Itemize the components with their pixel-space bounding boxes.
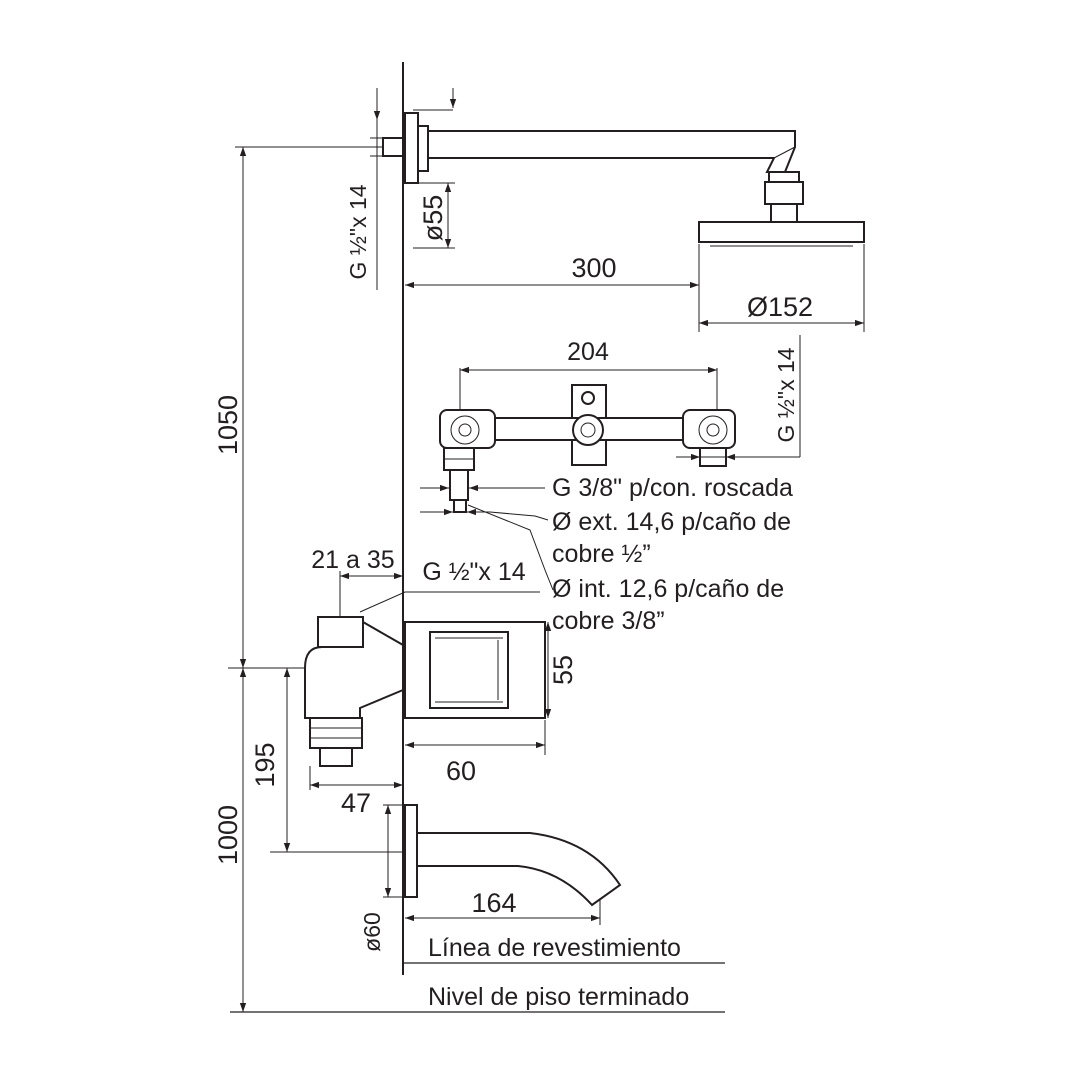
dim-inlet-thread-label: G ½"x 14	[422, 558, 525, 586]
dim-arm-diameter	[413, 182, 455, 249]
shower-arm	[427, 130, 796, 173]
dim-arm-diameter-label: ø55	[418, 195, 448, 242]
dim-164-label: 164	[471, 888, 516, 918]
note-int-line2: cobre 3/8”	[552, 607, 665, 635]
dim-1050-label: 1050	[213, 395, 243, 455]
tub-spout	[404, 804, 622, 907]
dim-shower-thread	[370, 88, 457, 290]
label-floor-level: Nivel de piso terminado	[428, 983, 689, 1011]
dim-1000-label: 1000	[213, 805, 243, 865]
dim-int-leader	[467, 504, 554, 591]
dim-300-label: 300	[571, 253, 616, 283]
note-ext-line1: Ø ext. 14,6 p/caño de	[552, 508, 791, 536]
dim-valve-thread	[676, 335, 801, 461]
dim-164-lines	[405, 900, 601, 925]
dim-60-body-lines	[405, 720, 546, 755]
note-ext-line2: cobre ½”	[552, 540, 651, 568]
shower-connector	[764, 171, 804, 223]
dim-47-label: 47	[341, 788, 371, 818]
dim-195-lines	[270, 668, 405, 853]
dim-ext-lines	[420, 508, 549, 521]
note-int-line1: Ø int. 12,6 p/caño de	[552, 575, 784, 603]
dim-spout-diameter-lines	[383, 804, 405, 898]
valve-body	[439, 384, 736, 513]
shower-flange	[382, 112, 429, 184]
dim-152-label: Ø152	[747, 292, 813, 322]
dim-60-body-label: 60	[446, 756, 476, 786]
dim-g12-inlet-leader	[359, 591, 540, 613]
dim-valve-thread-label: G ½"x 14	[773, 347, 799, 442]
dim-shower-thread-label: G ½"x 14	[345, 184, 371, 279]
label-wall-coating: Línea de revestimiento	[428, 934, 681, 962]
dim-204-label: 204	[567, 338, 609, 366]
spout-inlet-fitting	[304, 616, 404, 767]
dim-21a35-label: 21 a 35	[311, 546, 394, 574]
dim-55-body-label: 55	[548, 655, 578, 685]
shower-head	[698, 221, 865, 247]
dim-152-lines	[699, 244, 865, 332]
dim-195-label: 195	[250, 742, 280, 787]
dim-47-lines	[309, 766, 403, 790]
note-g38: G 3/8" p/con. roscada	[552, 474, 793, 502]
dim-300-lines	[405, 244, 700, 332]
dim-21a35-lines	[339, 571, 404, 617]
dim-spout-diameter-label: ø60	[359, 912, 385, 952]
dim-204-lines	[459, 366, 718, 410]
mixer-body	[404, 621, 546, 719]
